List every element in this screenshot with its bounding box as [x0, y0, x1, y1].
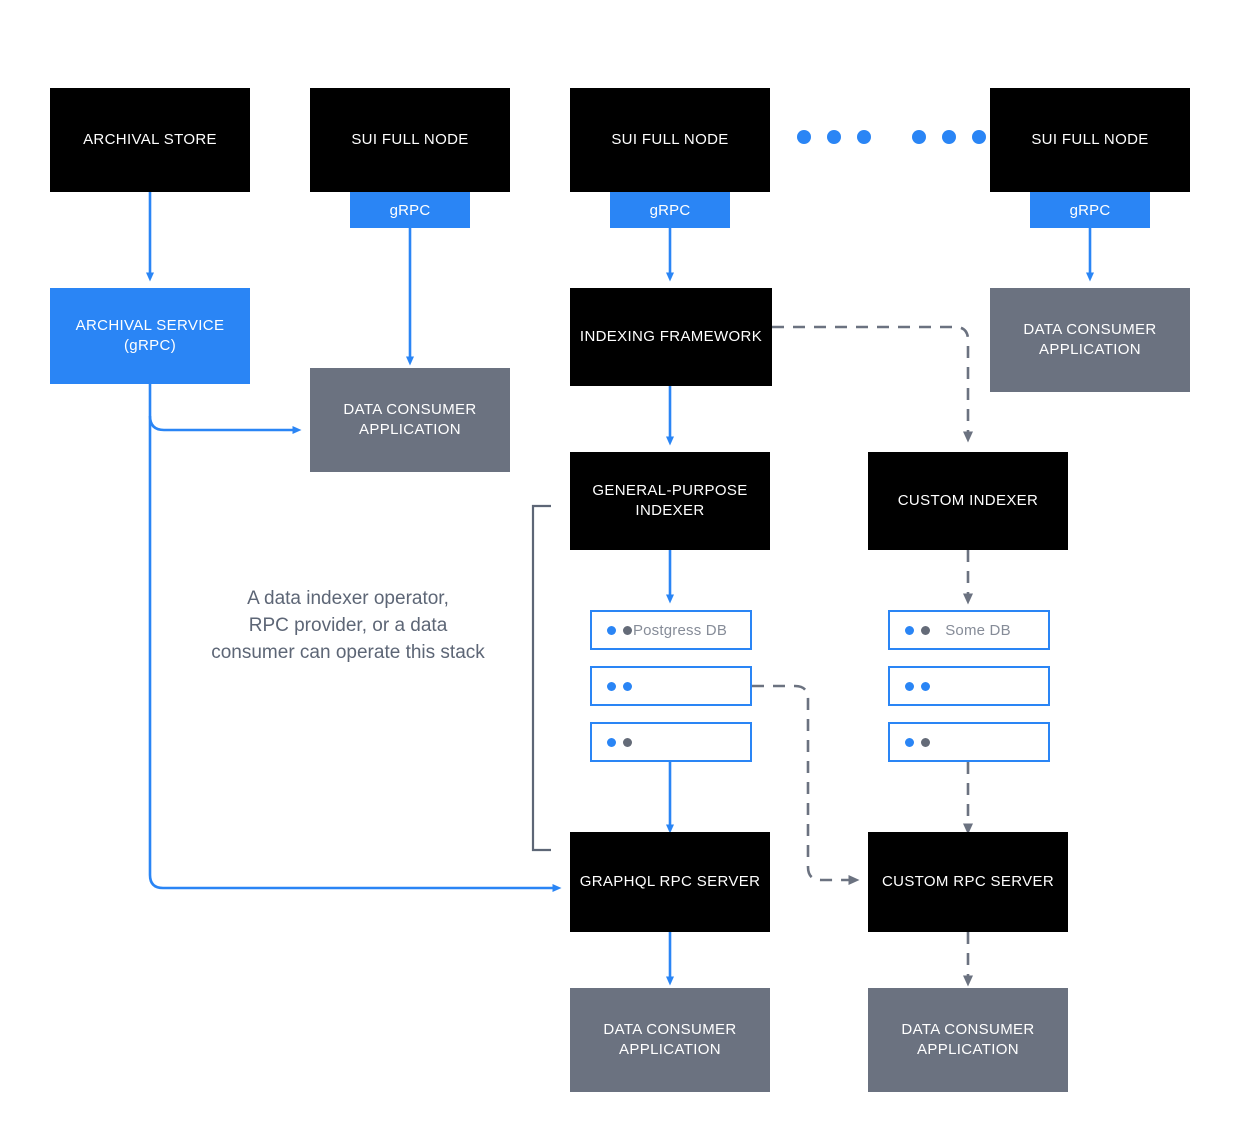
operator-annotation: A data indexer operator, RPC provider, o… — [178, 586, 518, 667]
operator-annotation-line3: consumer can operate this stack — [211, 641, 485, 663]
db-row-right-1-dots — [905, 625, 930, 635]
ellipsis-dot-icon — [797, 130, 811, 144]
db-dot-gray-icon — [623, 625, 632, 635]
db-dot-blue-icon — [607, 625, 616, 635]
node-sui-full-node-2[interactable]: SUI FULL NODE — [570, 88, 770, 192]
operator-annotation-line1: A data indexer operator, — [247, 588, 449, 609]
operator-annotation-line2: RPC provider, or a data — [248, 614, 448, 636]
node-archival-service[interactable]: ARCHIVAL SERVICE (gRPC) — [50, 288, 250, 384]
node-indexing-framework[interactable]: INDEXING FRAMEWORK — [570, 288, 772, 386]
node-graphql-rpc-server-label: GRAPHQL RPC SERVER — [579, 873, 761, 891]
db-dot-blue-icon — [905, 681, 914, 691]
node-data-consumer-application-bottom-right[interactable]: DATA CONSUMER APPLICATION — [868, 988, 1068, 1092]
db-dot-blue-icon — [921, 681, 930, 691]
db-row-middle-2[interactable] — [590, 666, 752, 706]
node-data-consumer-application-bottom-mid-line2: APPLICATION — [619, 1041, 721, 1058]
db-row-middle-3-dots — [607, 737, 632, 747]
db-dot-blue-icon — [607, 737, 616, 747]
node-data-consumer-application-left[interactable]: DATA CONSUMER APPLICATION — [310, 368, 510, 472]
badge-grpc-1[interactable]: gRPC — [350, 192, 470, 228]
badge-grpc-3-label: gRPC — [1069, 201, 1111, 219]
node-sui-full-node-3-label: SUI FULL NODE — [1031, 131, 1149, 149]
db-row-right-3[interactable] — [888, 722, 1050, 762]
db-row-middle-1-label: Postgress DB — [632, 621, 728, 639]
ellipsis-dot-icon — [972, 130, 986, 144]
node-archival-store[interactable]: ARCHIVAL STORE — [50, 88, 250, 192]
node-general-purpose-indexer-line1: GENERAL-PURPOSE — [592, 482, 748, 500]
db-row-right-2-dots — [905, 681, 930, 691]
node-data-consumer-application-top-right-line2: APPLICATION — [1039, 341, 1141, 358]
db-row-right-2[interactable] — [888, 666, 1050, 706]
node-general-purpose-indexer[interactable]: GENERAL-PURPOSE INDEXER — [570, 452, 770, 550]
node-data-consumer-application-left-line1: DATA CONSUMER — [343, 401, 477, 419]
node-data-consumer-application-bottom-right-line2: APPLICATION — [917, 1041, 1019, 1058]
db-row-middle-3[interactable] — [590, 722, 752, 762]
db-row-right-1[interactable]: Some DB — [888, 610, 1050, 650]
ellipsis-dots-group-1 — [797, 130, 871, 144]
db-dot-blue-icon — [905, 737, 914, 747]
db-dot-gray-icon — [921, 625, 930, 635]
node-custom-indexer[interactable]: CUSTOM INDEXER — [868, 452, 1068, 550]
node-sui-full-node-2-label: SUI FULL NODE — [611, 131, 729, 149]
node-indexing-framework-label: INDEXING FRAMEWORK — [579, 328, 763, 346]
db-dot-blue-icon — [623, 681, 632, 691]
node-data-consumer-application-bottom-mid-line1: DATA CONSUMER — [603, 1021, 737, 1039]
badge-grpc-1-label: gRPC — [389, 201, 431, 219]
ellipsis-dot-icon — [942, 130, 956, 144]
node-data-consumer-application-bottom-right-line1: DATA CONSUMER — [901, 1021, 1035, 1039]
badge-grpc-3[interactable]: gRPC — [1030, 192, 1150, 228]
db-dot-blue-icon — [905, 625, 914, 635]
node-archival-service-label-line1: ARCHIVAL SERVICE — [75, 317, 225, 335]
db-dot-blue-icon — [607, 681, 616, 691]
db-row-middle-1[interactable]: Postgress DB — [590, 610, 752, 650]
ellipsis-dots-group-2 — [912, 130, 986, 144]
node-sui-full-node-3[interactable]: SUI FULL NODE — [990, 88, 1190, 192]
ellipsis-dot-icon — [912, 130, 926, 144]
node-sui-full-node-1[interactable]: SUI FULL NODE — [310, 88, 510, 192]
node-custom-rpc-server-label: CUSTOM RPC SERVER — [881, 873, 1055, 891]
node-graphql-rpc-server[interactable]: GRAPHQL RPC SERVER — [570, 832, 770, 932]
db-row-right-3-dots — [905, 737, 930, 747]
db-row-middle-2-dots — [607, 681, 632, 691]
node-data-consumer-application-bottom-mid[interactable]: DATA CONSUMER APPLICATION — [570, 988, 770, 1092]
db-row-right-1-label: Some DB — [945, 621, 1011, 639]
badge-grpc-2[interactable]: gRPC — [610, 192, 730, 228]
node-data-consumer-application-top-right-line1: DATA CONSUMER — [1023, 321, 1157, 339]
badge-grpc-2-label: gRPC — [649, 201, 691, 219]
node-archival-service-label-line2: (gRPC) — [123, 337, 177, 354]
node-data-consumer-application-left-line2: APPLICATION — [359, 421, 461, 438]
node-custom-rpc-server[interactable]: CUSTOM RPC SERVER — [868, 832, 1068, 932]
ellipsis-dot-icon — [827, 130, 841, 144]
node-sui-full-node-1-label: SUI FULL NODE — [351, 131, 469, 149]
db-row-middle-1-dots — [607, 625, 632, 635]
ellipsis-dot-icon — [857, 130, 871, 144]
db-dot-gray-icon — [623, 737, 632, 747]
node-general-purpose-indexer-line2: INDEXER — [635, 502, 705, 519]
db-dot-gray-icon — [921, 737, 930, 747]
node-custom-indexer-label: CUSTOM INDEXER — [897, 492, 1039, 510]
node-data-consumer-application-top-right[interactable]: DATA CONSUMER APPLICATION — [990, 288, 1190, 392]
node-archival-store-label: ARCHIVAL STORE — [83, 131, 217, 149]
